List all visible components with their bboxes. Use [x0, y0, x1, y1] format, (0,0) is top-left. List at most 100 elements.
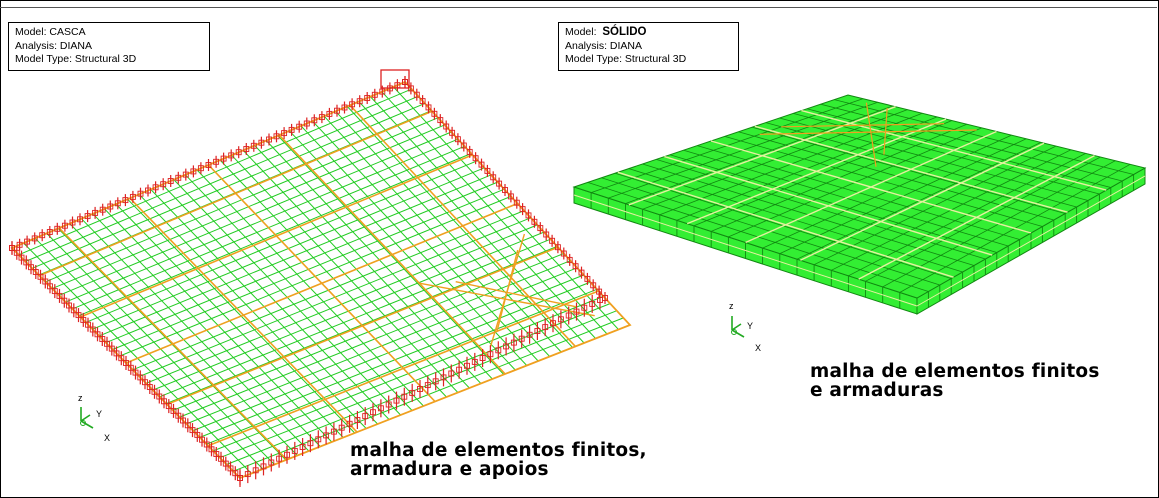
model-label: Model: CASCA [15, 26, 86, 38]
support-marker [554, 244, 561, 251]
support-marker [47, 283, 53, 290]
rebar-diagonal [781, 123, 945, 128]
axis-x-label-left: X [104, 433, 111, 443]
support-marker [32, 269, 39, 275]
rebar-line [125, 202, 518, 364]
support-marker [39, 232, 46, 239]
model-label: Model: SÓLIDO [565, 26, 733, 40]
support-marker [13, 249, 20, 256]
support-marker [161, 398, 167, 405]
support-marker [537, 225, 544, 232]
support-marker [518, 335, 525, 342]
caption-shell-model: malha de elementos finitos, armadura e a… [350, 441, 647, 479]
support-marker [266, 136, 272, 143]
support-marker [584, 275, 591, 282]
support-marker [99, 336, 106, 342]
support-marker [507, 193, 514, 200]
rebar-diagonal [419, 282, 595, 317]
support-marker [145, 187, 151, 194]
support-marker [56, 292, 63, 299]
support-marker [431, 110, 438, 117]
support-marker [24, 238, 31, 245]
caption-line-1: malha de elementos finitos [810, 361, 1100, 382]
support-marker [80, 316, 87, 323]
support-marker [54, 225, 61, 232]
support-marker [478, 161, 485, 168]
support-marker [299, 444, 306, 450]
support-marker [94, 331, 101, 338]
support-marker [205, 162, 212, 168]
support-marker [315, 436, 322, 443]
support-marker [393, 397, 400, 404]
support-marker [284, 451, 290, 458]
caption-solid-model: malha de elementos finitos e armaduras [810, 362, 1100, 400]
support-marker [495, 347, 502, 354]
support-marker [69, 219, 76, 226]
support-marker [513, 199, 520, 206]
shell-border [10, 80, 632, 480]
support-marker [227, 465, 234, 472]
origin-icon [731, 329, 737, 335]
support-marker [502, 187, 508, 193]
support-marker [107, 203, 114, 210]
support-marker [565, 312, 572, 319]
support-marker [232, 470, 239, 477]
model-name: SÓLIDO [602, 26, 647, 38]
support-marker [250, 142, 257, 149]
support-marker [377, 405, 384, 412]
support-marker [85, 321, 91, 328]
support-marker [349, 101, 356, 108]
support-marker [244, 471, 251, 478]
support-marker [291, 447, 298, 454]
support-marker [496, 180, 503, 187]
y-axis-icon [731, 323, 742, 331]
support-marker [237, 475, 243, 481]
support-marker [424, 382, 431, 389]
support-marker [281, 130, 288, 137]
support-marker [156, 393, 163, 400]
caption-line-2: armadura e apoios [350, 459, 549, 480]
solid-top-face [572, 94, 1147, 299]
support-marker [18, 254, 25, 261]
shell-mesh-model [9, 69, 632, 487]
support-marker [597, 297, 603, 303]
analysis-label: Analysis: DIANA [565, 39, 643, 52]
support-marker [108, 345, 115, 352]
support-marker [560, 250, 567, 257]
model-info-box-solido: Model: SÓLIDO Analysis: DIANA Model Type… [558, 22, 739, 71]
support-marker [437, 117, 444, 124]
support-marker [303, 120, 310, 127]
support-marker [113, 350, 120, 357]
support-marker [132, 369, 139, 376]
axis-y-label-right: Y [747, 321, 754, 331]
support-marker [152, 184, 159, 191]
support-marker [385, 401, 392, 408]
axis-triad-right [731, 316, 745, 338]
support-marker [189, 427, 196, 434]
support-marker [165, 403, 172, 410]
support-marker [99, 206, 106, 213]
support-marker [549, 237, 556, 244]
support-marker [146, 384, 153, 390]
support-marker [566, 256, 573, 263]
rebar-diagonal [883, 107, 888, 155]
support-marker [129, 193, 136, 200]
top-divider [0, 7, 1157, 8]
support-marker [252, 467, 259, 474]
support-marker [526, 331, 533, 338]
support-marker [341, 104, 348, 111]
support-marker [364, 95, 371, 101]
support-marker [471, 358, 478, 365]
support-marker [425, 104, 432, 111]
support-marker [531, 218, 538, 225]
support-marker [449, 129, 456, 136]
support-marker [142, 379, 148, 386]
support-marker [307, 440, 314, 447]
support-marker [222, 460, 229, 467]
solid-mesh-model [572, 94, 1147, 315]
support-marker [70, 307, 77, 314]
support-marker [323, 432, 330, 439]
support-marker [543, 231, 550, 238]
support-marker [127, 364, 134, 371]
support-marker [490, 174, 497, 181]
